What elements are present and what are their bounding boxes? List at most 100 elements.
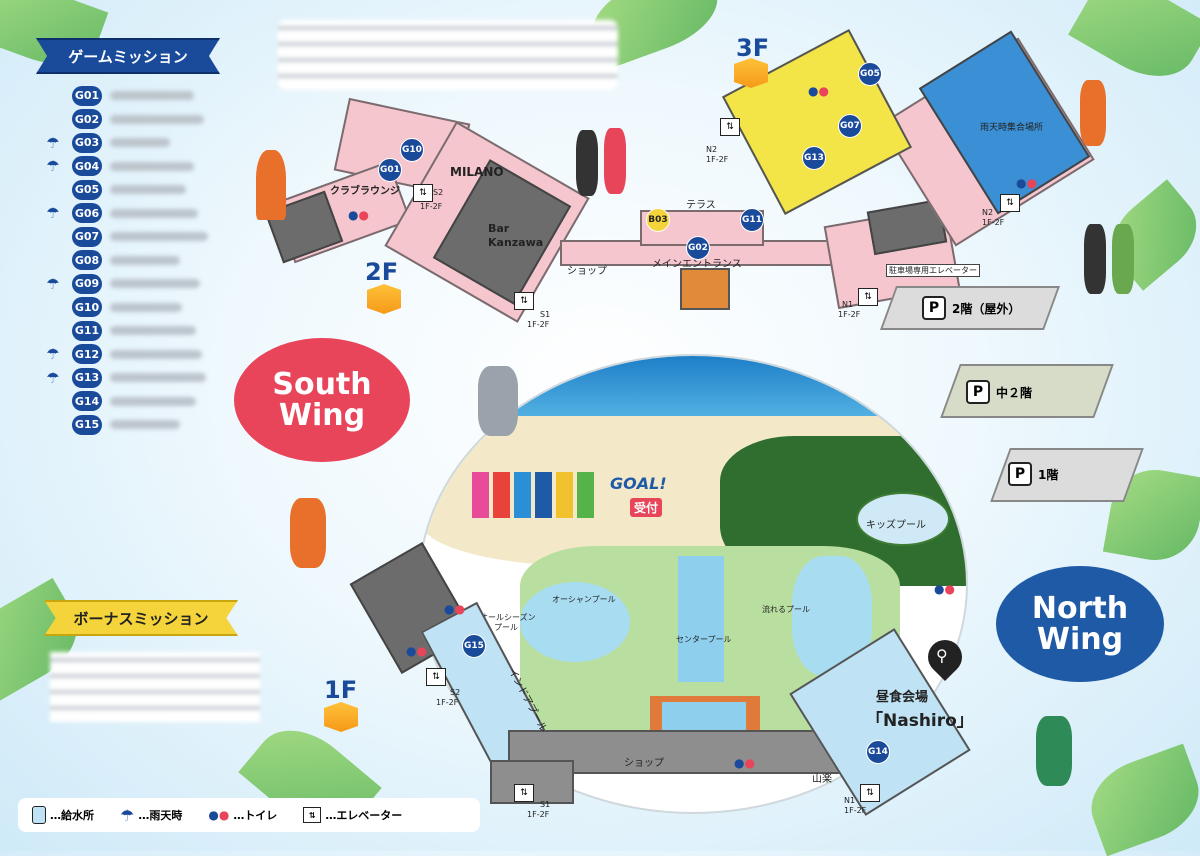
badge-g10: G10	[400, 138, 424, 162]
mission-row: ☂ G04	[40, 155, 240, 179]
mission-id-badge: G01	[72, 85, 102, 106]
mission-id-badge: G09	[72, 273, 102, 294]
label-club-lounge: クラブラウンジ	[330, 186, 400, 197]
mission-id-badge: G04	[72, 156, 102, 177]
label-shop-1f: ショップ	[624, 758, 664, 769]
badge-g01: G01	[378, 158, 402, 182]
umbrella-icon: ☂	[46, 274, 60, 293]
label-milano: MILANO	[450, 165, 504, 179]
dancer-figure	[478, 366, 518, 436]
floor-box-2f	[367, 284, 401, 314]
elevator-icon: ⇅	[1000, 194, 1020, 212]
mission-name-blurred	[110, 232, 208, 242]
mission-name-blurred	[110, 373, 206, 383]
elevator-icon: ⇅	[514, 784, 534, 802]
label-bar-name: Kanzawa	[488, 236, 544, 249]
label-center-pool: センタープール	[676, 635, 732, 644]
umbrella-icon: ☂	[120, 805, 135, 825]
label-s1: S1	[540, 310, 551, 319]
mission-name-blurred	[110, 279, 200, 289]
mission-row: G14	[40, 390, 240, 414]
mission-name-blurred	[110, 349, 202, 359]
label-ocean-pool: オーシャンプール	[552, 595, 616, 604]
badge-g02: G02	[686, 236, 710, 260]
label-rain-area: 雨天時集合場所	[980, 123, 1044, 133]
label-nashiro: 「Nashiro」	[866, 711, 974, 731]
floor-box-3f	[734, 58, 768, 88]
mission-row: G05	[40, 178, 240, 202]
label-n2: N2	[982, 208, 994, 217]
label-shop-2f: ショップ	[567, 266, 607, 277]
elevator-icon: ⇅	[303, 807, 322, 823]
label-sanraku: 山楽	[812, 774, 832, 785]
label-allseason-pool-2: プール	[494, 623, 518, 632]
toilet-icon: ●●	[444, 602, 465, 616]
water-station-icon	[32, 806, 46, 824]
mission-row: G11	[40, 319, 240, 343]
toilet-icon: ●●	[934, 582, 955, 596]
mission-id-badge: G02	[72, 109, 102, 130]
toilet-icon: ●●	[406, 644, 427, 658]
floor-label-1f: 1F	[324, 676, 358, 704]
badge-g07: G07	[838, 114, 862, 138]
umbrella-icon: ☂	[46, 133, 60, 152]
badge-g13: G13	[802, 146, 826, 170]
floor-label-3f: 3F	[736, 34, 770, 62]
mission-name-blurred	[110, 185, 186, 195]
mission-row: G07	[40, 225, 240, 249]
mission-id-badge: G11	[72, 320, 102, 341]
elevator-icon: ⇅	[720, 118, 740, 136]
label-n1-1f: N1	[844, 796, 856, 805]
mission-row: G01	[40, 84, 240, 108]
dancer-figure	[1084, 224, 1106, 294]
label-allseason-pool: オールシーズン	[480, 613, 536, 622]
elevator-icon: ⇅	[514, 292, 534, 310]
legend-water: …給水所	[32, 806, 94, 824]
toilet-icon: ●●	[348, 208, 369, 222]
ocean-pool	[520, 582, 630, 662]
label-terrace: テラス	[686, 200, 716, 211]
mission-row: ☂G06	[40, 202, 240, 226]
label-s1-1f-floors: 1F-2F	[527, 810, 550, 819]
umbrella-icon: ☂	[46, 157, 60, 176]
label-main-entrance: メインエントランス	[652, 259, 742, 270]
mission-id-badge: G08	[72, 250, 102, 271]
label-lunch: 昼食会場	[876, 690, 929, 705]
label-s2: S2	[433, 188, 444, 197]
mission-name-blurred	[110, 396, 196, 406]
mission-name-blurred	[110, 114, 204, 124]
badge-g11: G11	[740, 208, 764, 232]
label-n2-3f-floors: 1F-2F	[706, 155, 729, 164]
label-s2-1f: S2	[450, 688, 461, 697]
dancer-figure	[290, 498, 326, 568]
bonus-mission-text-blurred	[50, 652, 260, 722]
umbrella-icon: ☂	[46, 368, 60, 387]
mission-row: G10	[40, 296, 240, 320]
legend-bar: …給水所 ☂…雨天時 ●●…トイレ ⇅…エレベーター	[18, 798, 480, 832]
mission-id-badge: G07	[72, 226, 102, 247]
dancer-figure	[1036, 716, 1072, 786]
mission-row: G15	[40, 413, 240, 437]
mission-id-badge: G10	[72, 297, 102, 318]
mission-name-blurred	[110, 255, 180, 265]
label-n1-1f-floors: 1F-2F	[844, 806, 867, 815]
center-pool	[678, 556, 724, 682]
main-entrance-block	[680, 268, 730, 310]
label-s1-floors: 1F-2F	[527, 320, 550, 329]
legend-rain: ☂…雨天時	[120, 805, 183, 825]
mission-name-blurred	[110, 91, 194, 101]
mission-id-badge: G03	[72, 132, 102, 153]
mission-name-blurred	[110, 208, 198, 218]
badge-g05: G05	[858, 62, 882, 86]
label-n2-3f: N2	[706, 145, 718, 154]
goal-sign: GOAL!	[610, 474, 667, 493]
umbrella-icon: ☂	[46, 345, 60, 364]
bonus-mission-header: ボーナスミッション	[44, 600, 238, 636]
mission-row: ☂ G09	[40, 272, 240, 296]
umbrella-icon: ☂	[46, 204, 60, 223]
elevator-icon: ⇅	[858, 288, 878, 306]
mission-name-blurred	[110, 138, 170, 148]
